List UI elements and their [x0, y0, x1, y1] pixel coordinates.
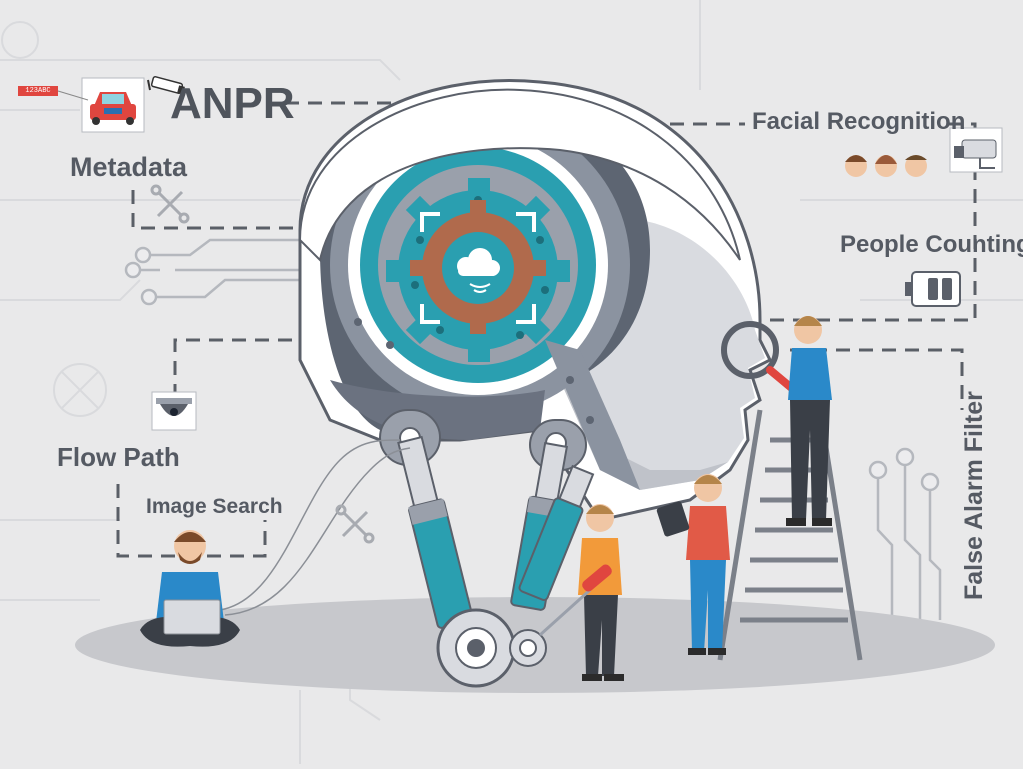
person-on-ladder: [786, 316, 832, 526]
wrench-icon-lower: [335, 504, 375, 544]
anpr-icons: [57, 75, 185, 133]
tablet-icon: [656, 501, 690, 537]
robot-neck-legs: [379, 409, 595, 688]
circuit-nodes-left: [124, 238, 300, 306]
image-search-label: Image Search: [146, 495, 283, 518]
dome-camera-icon: [151, 391, 197, 431]
anpr-label: ANPR: [170, 79, 295, 128]
facial-recognition-label: Facial Recognition: [752, 108, 966, 135]
wrench-icon: [150, 184, 190, 224]
battery-icon: [905, 271, 961, 307]
metadata-label: Metadata: [70, 152, 188, 182]
cloud-icon: [457, 248, 500, 276]
circuit-nodes-right: [868, 447, 942, 620]
laptop-icon: [163, 599, 221, 635]
car-icon: [90, 92, 136, 125]
false-alarm-filter-label: False Alarm Filter: [960, 391, 988, 600]
person-with-screwdriver: [538, 504, 624, 681]
person-with-laptop: [140, 530, 240, 647]
robot-head: [298, 79, 773, 522]
cables: [219, 439, 411, 616]
license-plate: 123ABC: [18, 86, 58, 96]
face-icon: [845, 155, 927, 177]
screwdriver-icon: [538, 564, 612, 637]
camera-icon-right: [949, 127, 1003, 173]
person-with-tablet: [656, 474, 730, 655]
flow-path-label: Flow Path: [57, 442, 180, 472]
people-counting-label: People Counting: [840, 231, 1023, 258]
camera-icon: [147, 75, 185, 95]
